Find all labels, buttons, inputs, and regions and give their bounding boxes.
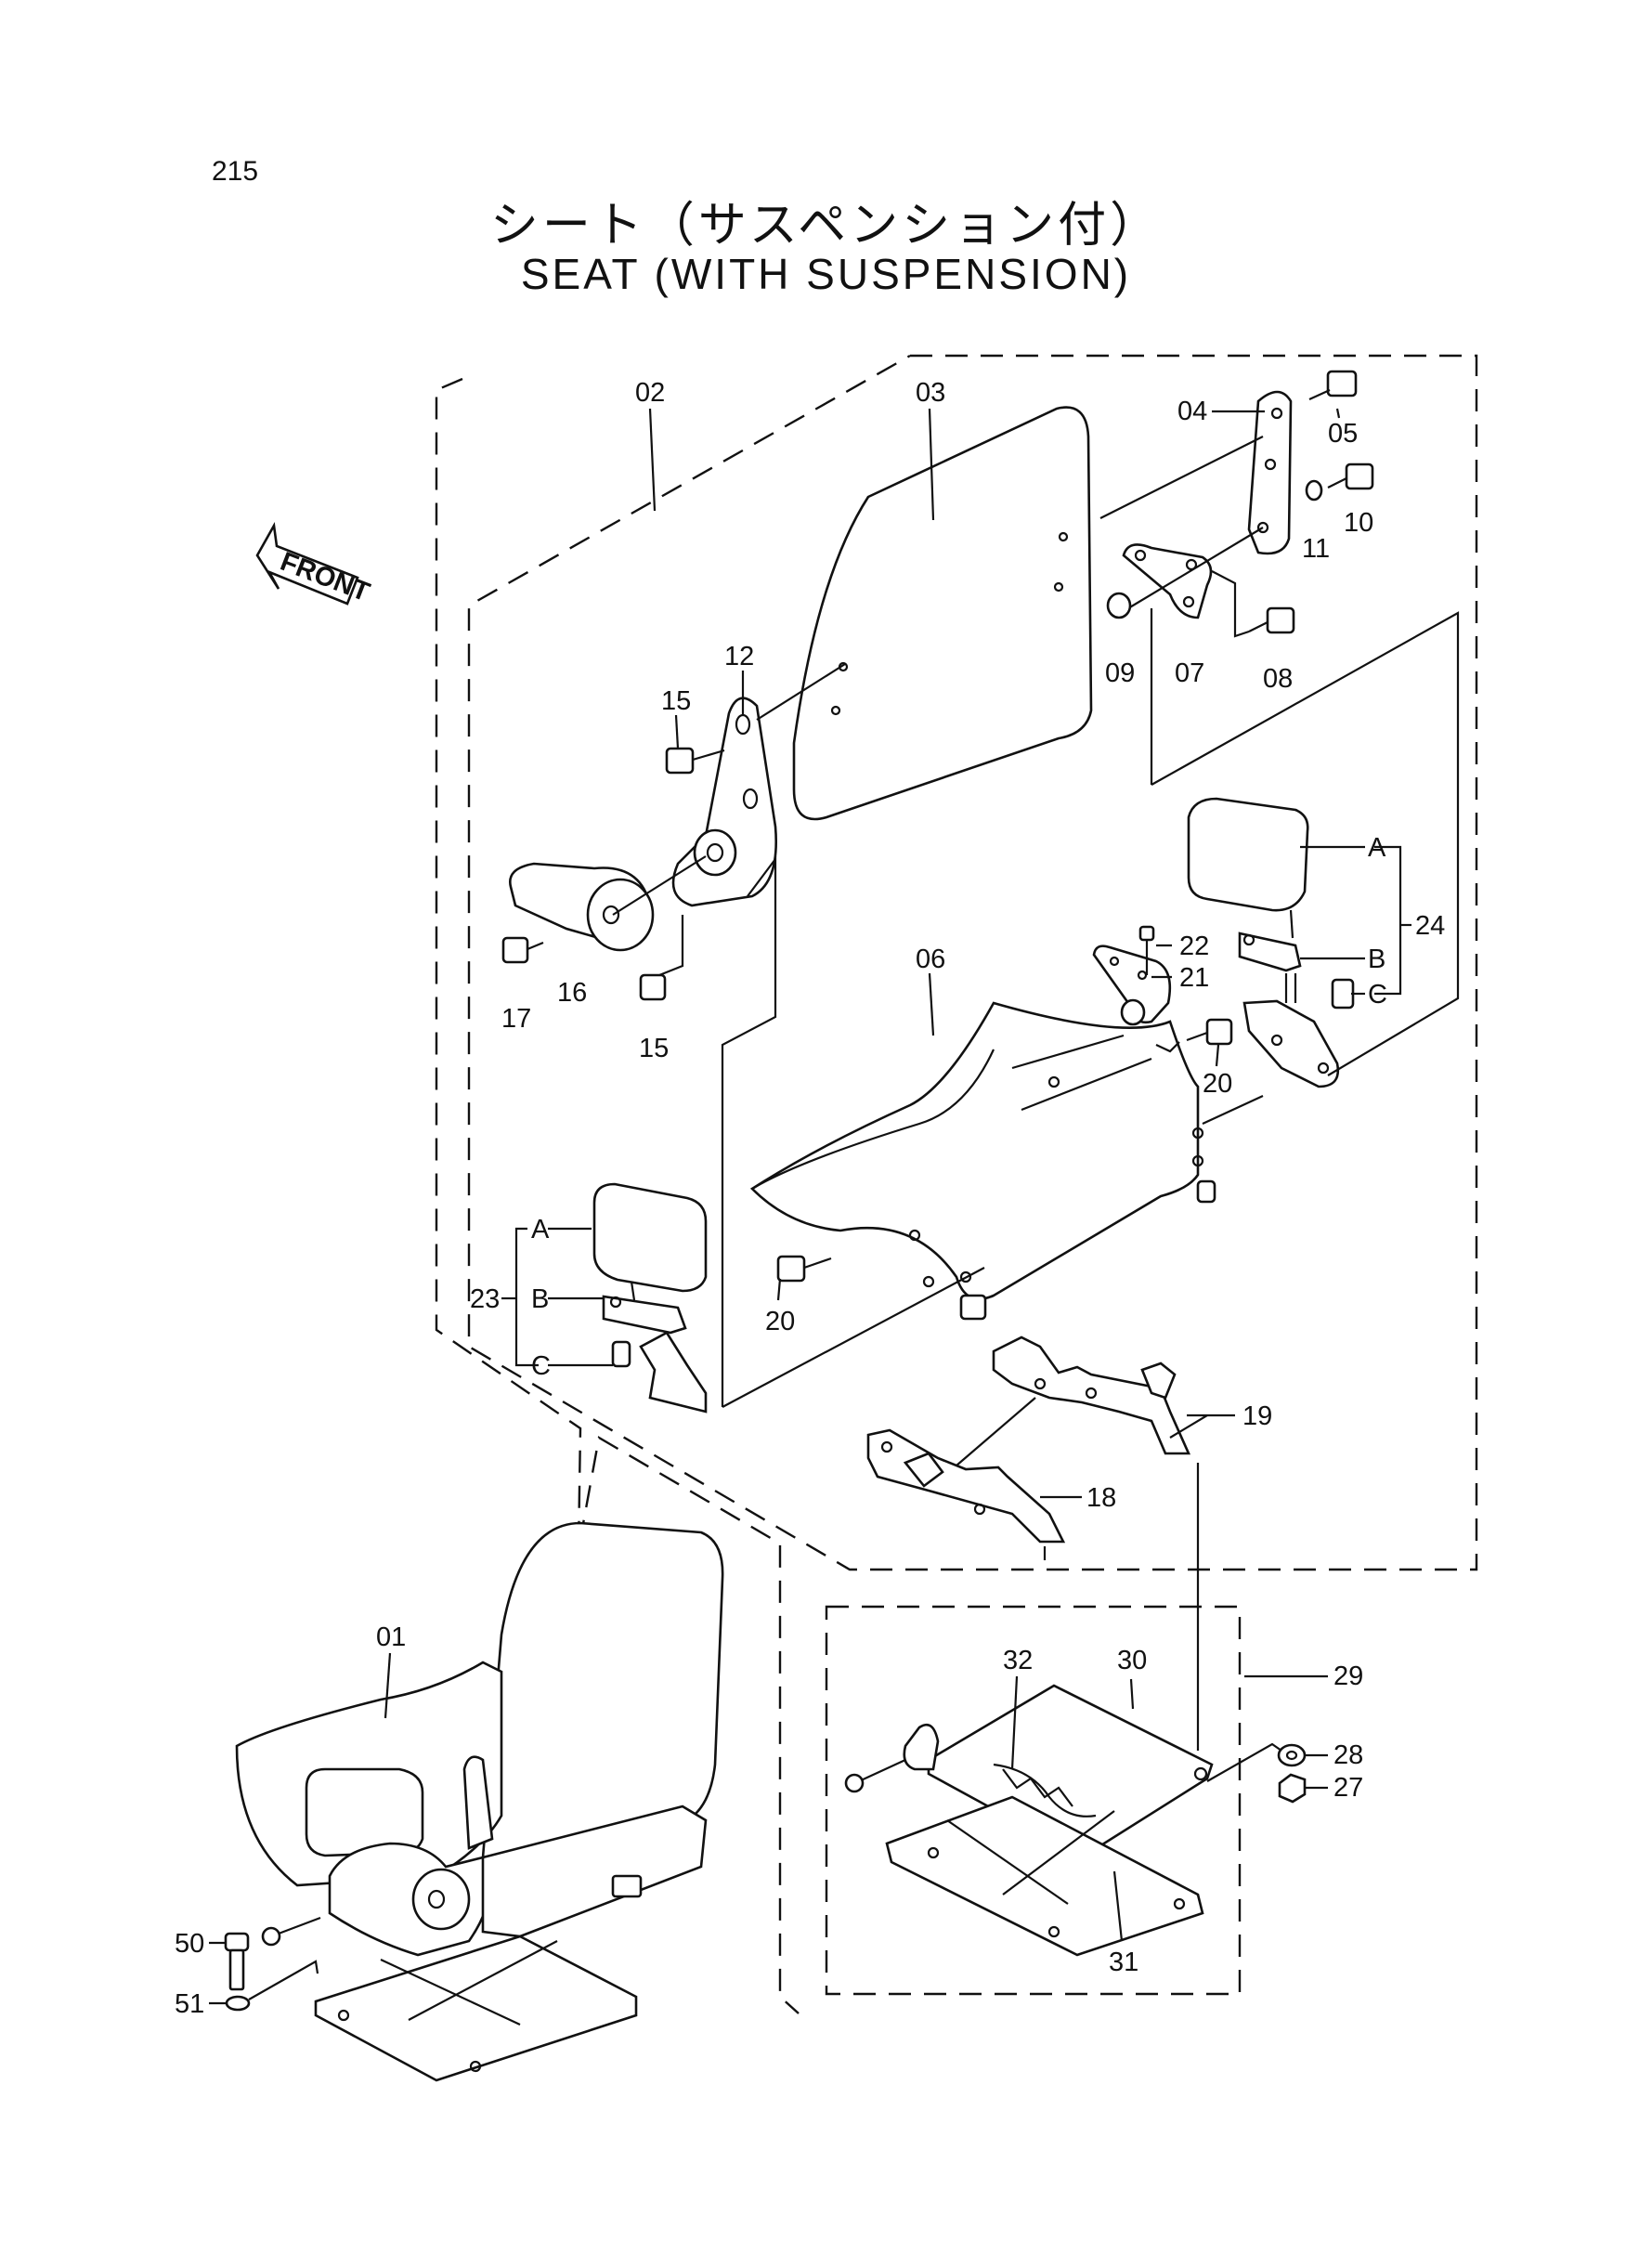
callout-27: 27: [1333, 1773, 1363, 1803]
washer-part-11: [1305, 479, 1323, 502]
bolt-part-15-top: [665, 747, 725, 775]
slide-rail-part-18: [866, 1397, 1066, 1560]
bolt-part-20-left: [776, 1255, 832, 1283]
callout-23-a: A: [531, 1215, 550, 1244]
callout-24-c: C: [1368, 980, 1387, 1010]
boundary-29: [825, 1605, 1242, 1996]
armrest-part-23: [592, 1182, 708, 1414]
callout-50: 50: [175, 1929, 204, 1959]
seat-cushion-part-06: [722, 1001, 1264, 1408]
callout-24-b: B: [1368, 945, 1385, 974]
callout-labels: 02 03 04 05 10 11 09 07 08 12 15 16 17 1…: [175, 378, 1445, 2019]
front-arrow: FRONT: [255, 521, 373, 608]
link-line-12: [721, 855, 777, 1407]
complete-seat-part-01: [235, 1521, 724, 2082]
bracket-part-04: [1099, 390, 1293, 555]
assembly-boundaries: [435, 354, 1478, 2014]
callout-22: 22: [1179, 932, 1209, 961]
bracket-part-07: [1122, 527, 1264, 619]
callout-03: 03: [916, 378, 945, 408]
callout-28: 28: [1333, 1740, 1363, 1770]
callout-29: 29: [1333, 1661, 1363, 1691]
bolt-part-10: [1327, 463, 1374, 490]
callout-05: 05: [1328, 419, 1358, 449]
bolt-part-17: [501, 936, 544, 964]
callout-11: 11: [1302, 534, 1330, 564]
callout-23-c: C: [531, 1351, 551, 1381]
slide-rail-part-19: [992, 1335, 1208, 1455]
callout-04: 04: [1177, 397, 1207, 426]
callout-06: 06: [916, 945, 945, 974]
callout-30: 30: [1117, 1646, 1147, 1675]
callout-15-bottom: 15: [639, 1034, 669, 1063]
callout-23-b: B: [531, 1284, 549, 1314]
bracket-part-21: [1092, 945, 1172, 1026]
bolt-part-05: [1308, 370, 1358, 401]
callout-31: 31: [1109, 1948, 1138, 1977]
title-japanese: シート（サスペンション付）: [489, 198, 1163, 254]
callout-19: 19: [1242, 1401, 1272, 1431]
callout-10: 10: [1344, 508, 1373, 538]
recliner-knob-part-16: [509, 828, 737, 977]
bolt-part-20-right: [1155, 1018, 1233, 1053]
front-label: FRONT: [276, 547, 373, 608]
nut-part-09: [1106, 592, 1132, 619]
leader-lines: [209, 408, 1411, 2005]
boundary-01-outline: [435, 377, 800, 2014]
callout-23: 23: [470, 1284, 500, 1314]
nut-part-22: [1138, 925, 1155, 975]
title-english: SEAT (WITH SUSPENSION): [520, 250, 1132, 298]
callout-24-a: A: [1368, 833, 1386, 863]
bolt-part-15-bottom: [639, 973, 667, 1001]
callout-20-left: 20: [765, 1307, 795, 1336]
callout-16: 16: [557, 978, 587, 1008]
callout-12: 12: [724, 642, 754, 671]
armrest-part-24: [1150, 608, 1460, 1088]
callout-21: 21: [1179, 963, 1209, 993]
callout-18: 18: [1086, 1483, 1116, 1513]
callout-51: 51: [175, 1989, 204, 2019]
callout-15-top: 15: [661, 686, 691, 716]
page-number: 215: [212, 156, 259, 187]
bolt-part-08: [1211, 570, 1295, 638]
boundary-02: [467, 354, 1478, 1571]
callout-08: 08: [1263, 664, 1293, 694]
callout-17: 17: [501, 1004, 531, 1034]
callout-24: 24: [1415, 911, 1445, 941]
backrest-part-03: [792, 406, 1093, 821]
callout-09: 09: [1105, 658, 1135, 688]
callout-20-right: 20: [1203, 1069, 1232, 1099]
bolt-part-50: [224, 1932, 250, 1991]
callout-01: 01: [376, 1622, 406, 1652]
nut-part-27: [1278, 1773, 1307, 1804]
callout-02: 02: [635, 378, 665, 408]
washer-part-28: [1277, 1743, 1307, 1767]
callout-32: 32: [1003, 1646, 1033, 1675]
suspension-part-29: [844, 1684, 1282, 1957]
callout-07: 07: [1175, 658, 1204, 688]
